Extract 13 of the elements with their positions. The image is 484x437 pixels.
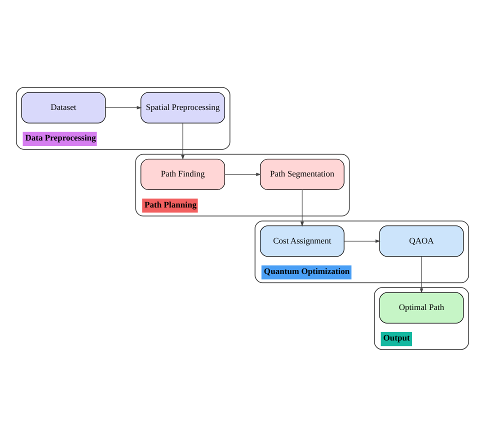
node-box: Path Finding: [140, 158, 225, 190]
arrow: [180, 122, 184, 160]
node-box: Dataset: [20, 92, 106, 124]
node-box: Cost Assignment: [259, 226, 344, 257]
arrow: [419, 256, 423, 294]
node-box: Spatial Preprocessing: [140, 92, 225, 124]
arrow: [343, 239, 380, 243]
arrow: [224, 172, 261, 176]
node-box: QAOA: [378, 226, 464, 257]
node-box: Path Segmentation: [259, 158, 344, 190]
node-box: Optimal Path: [378, 292, 464, 324]
arrow: [300, 189, 304, 227]
arrow: [104, 106, 142, 110]
